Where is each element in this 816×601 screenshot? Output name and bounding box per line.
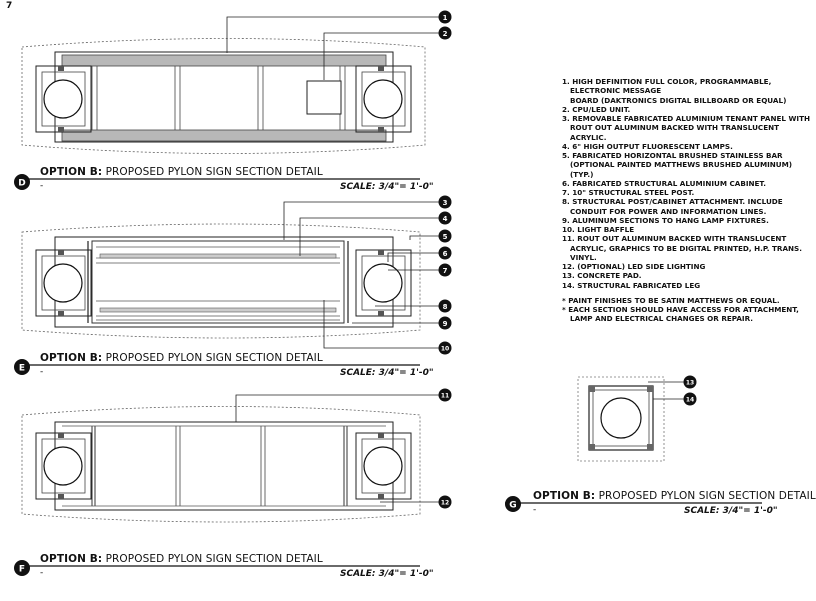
note-6: 6. FABRICATED STRUCTURAL ALUMINIUM CABIN… — [562, 178, 766, 188]
svg-text:4: 4 — [443, 215, 448, 223]
svg-text:11: 11 — [441, 393, 449, 400]
section-detail-d — [21, 38, 426, 154]
callout-9: 9 — [438, 316, 452, 330]
svg-text:G: G — [509, 501, 516, 511]
detail-subtitle-e: - — [40, 367, 44, 377]
svg-text:D: D — [18, 179, 25, 189]
note-5-line-1: 5. FABRICATED HORIZONTAL BRUSHED STAINLE… — [562, 151, 783, 160]
note-2: 2. CPU/LED UNIT. — [562, 104, 631, 114]
note-10: 10. LIGHT BAFFLE — [562, 225, 635, 234]
svg-text:13: 13 — [686, 380, 694, 387]
callout-12: 12 — [438, 495, 452, 509]
leader-lines — [226, 16, 684, 503]
callout-8: 8 — [438, 299, 452, 313]
callout-14: 14 — [683, 392, 697, 406]
callout-11: 11 — [438, 388, 452, 402]
note-7: 7. 10" STRUCTURAL STEEL POST. — [562, 188, 695, 197]
detail-subtitle-d: - — [40, 181, 44, 191]
note-12: 12. (OPTIONAL) LED SIDE LIGHTING — [562, 262, 706, 271]
callout-3: 3 — [438, 195, 452, 209]
svg-text:7: 7 — [443, 267, 448, 275]
note-14: 14. STRUCTURAL FABRICATED LEG — [562, 280, 701, 290]
callout-13: 13 — [683, 375, 697, 389]
detail-bubble-e: E — [14, 359, 30, 375]
svg-text:2: 2 — [443, 30, 448, 38]
callout-5: 5 — [438, 229, 452, 243]
note-9: 9. ALUMINUM SECTIONS TO HANG LAMP FIXTUR… — [562, 215, 769, 225]
svg-text:E: E — [19, 364, 25, 374]
note-8-line-1: 8. STRUCTURAL POST/CABINET ATTACHMENT. I… — [562, 197, 783, 207]
finish-note-2-line-2: LAMP AND ELECTRICAL CHANGES OR REPAIR. — [570, 314, 754, 324]
note-11-line-1: 11. ROUT OUT ALUMINUM BACKED WITH TRANSL… — [562, 234, 787, 244]
callout-6: 6 — [438, 246, 452, 260]
detail-title-f: OPTION B: PROPOSED PYLON SIGN SECTION DE… — [40, 553, 323, 565]
svg-text:14: 14 — [686, 397, 694, 404]
callout-7: 7 — [438, 263, 452, 277]
detail-bubble-d: D — [14, 174, 30, 190]
detail-subtitle-g: - — [533, 505, 537, 515]
svg-text:12: 12 — [441, 500, 449, 507]
svg-text:1: 1 — [443, 14, 448, 22]
note-11-line-2: ACRYLIC, GRAPHICS TO BE DIGITAL PRINTED,… — [570, 243, 802, 253]
callout-2: 2 — [438, 26, 452, 40]
callout-1: 1 — [438, 10, 452, 24]
svg-text:F: F — [19, 565, 25, 575]
finish-note-2-line-1: * EACH SECTION SHOULD HAVE ACCESS FOR AT… — [562, 305, 799, 314]
sheet-number: 7 — [6, 1, 13, 11]
note-3-line-3: ACRYLIC. — [570, 132, 607, 142]
detail-title-e: OPTION B: PROPOSED PYLON SIGN SECTION DE… — [40, 352, 323, 364]
detail-title-g: OPTION B: PROPOSED PYLON SIGN SECTION DE… — [533, 490, 816, 502]
finish-note-1: * PAINT FINISHES TO BE SATIN MATTHEWS OR… — [562, 295, 780, 305]
note-5-line-3: (TYP.) — [570, 169, 594, 179]
note-13: 13. CONCRETE PAD. — [562, 271, 642, 281]
section-detail-g — [577, 376, 665, 462]
detail-subtitle-f: - — [40, 568, 44, 578]
callout-10: 10 — [438, 341, 452, 355]
detail-bubble-f: F — [14, 560, 30, 576]
detail-bubble-g: G — [505, 496, 521, 512]
note-4: 4. 6" HIGH OUTPUT FLUORESCENT LAMPS. — [562, 141, 733, 151]
detail-scale-g: SCALE: 3/4"= 1'-0" — [684, 506, 778, 516]
svg-text:5: 5 — [443, 233, 448, 241]
svg-text:10: 10 — [441, 346, 449, 353]
note-1-line-1: 1. HIGH DEFINITION FULL COLOR, PROGRAMMA… — [562, 77, 772, 86]
detail-scale-f: SCALE: 3/4"= 1'-0" — [340, 569, 434, 579]
callout-4: 4 — [438, 211, 452, 225]
detail-scale-e: SCALE: 3/4"= 1'-0" — [340, 368, 434, 378]
svg-text:9: 9 — [443, 320, 448, 328]
note-11-line-3: VINYL. — [570, 252, 597, 262]
note-1-line-2: ELECTRONIC MESSAGE — [570, 86, 662, 96]
note-3-line-2: ROUT OUT ALUMINUM BACKED WITH TRANSLUCEN… — [570, 123, 780, 133]
svg-text:6: 6 — [443, 250, 448, 258]
note-1-line-3: BOARD (DAKTRONICS DIGITAL BILLBOARD OR E… — [570, 95, 787, 105]
note-5-line-2: (OPTIONAL PAINTED MATTHEWS BRUSHED ALUMI… — [570, 160, 793, 170]
svg-text:8: 8 — [443, 303, 448, 311]
svg-text:3: 3 — [443, 199, 448, 207]
note-3-line-1: 3. REMOVABLE FABRICATED ALUMINIUM TENANT… — [562, 114, 810, 123]
detail-title-d: OPTION B: PROPOSED PYLON SIGN SECTION DE… — [40, 166, 323, 178]
general-notes: 1. HIGH DEFINITION FULL COLOR, PROGRAMMA… — [562, 77, 810, 324]
section-detail-f — [21, 406, 421, 523]
detail-scale-d: SCALE: 3/4"= 1'-0" — [340, 182, 434, 192]
note-8-line-2: CONDUIT FOR POWER AND INFORMATION LINES. — [570, 206, 767, 216]
section-detail-e — [21, 223, 421, 339]
